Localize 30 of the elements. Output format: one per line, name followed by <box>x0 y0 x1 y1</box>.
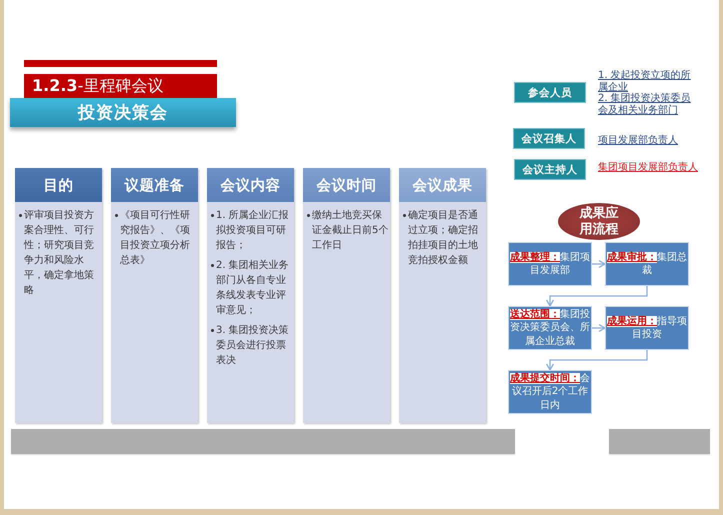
process-box: 成果运用：指导项目投资 <box>605 306 689 350</box>
flow-arrow <box>592 324 606 332</box>
role-description: 2. 集团投资决策委员会及相关业务部门 <box>598 93 692 116</box>
role-description: 项目发展部负责人 <box>598 135 679 146</box>
process-box: 成果整理：集团项目发展部 <box>508 242 592 286</box>
role-description: 集团项目发展部负责人 <box>598 162 699 174</box>
title-banner: 1.2.3-里程碑会议 <box>24 74 217 98</box>
column-header: 会议时间 <box>303 168 390 202</box>
column-header: 目的 <box>15 168 102 202</box>
process-box: 成果审批：集团总裁 <box>605 242 689 286</box>
flow-arrow <box>546 350 648 371</box>
role-tag: 会议主持人 <box>514 159 586 180</box>
bullet-text: 2. 集团相关业务部门从各自专业条线发表专业评审意见； <box>216 258 290 318</box>
process-box: 送达范围：集团投资决策委员会、所属企业总裁 <box>508 306 592 350</box>
column-header: 会议内容 <box>207 168 294 202</box>
bullet-text: 缴纳土地竞买保证金截止日前5个工作日 <box>312 208 389 253</box>
subtitle-banner: 投资决策会 <box>10 98 236 127</box>
flow-arrow <box>546 286 648 307</box>
role-description: 1. 发起投资立项的所属企业 <box>598 70 692 92</box>
column-header: 会议成果 <box>399 168 486 202</box>
role-tag: 参会人员 <box>514 82 586 103</box>
column-header: 议题准备 <box>111 168 198 202</box>
bullet-text: 确定项目是否通过立项；确定招拍挂项目的土地竞拍授权金额 <box>408 208 479 268</box>
process-box: 成果提交时间：会议召开后2个工作日内 <box>508 370 592 414</box>
bullet-text: 1. 所属企业汇报拟投资项目可研报告； <box>216 208 290 253</box>
bullet-text: 评审项目投资方案合理性、可行性；研究项目竞争力和风险水平，确定拿地策略 <box>24 208 95 298</box>
bullet-text: 《项目可行性研究报告》、《项目投资立项分析总表》 <box>120 208 191 268</box>
bullet-text: 3. 集团投资决策委员会进行投票表决 <box>216 324 290 368</box>
role-tag: 会议召集人 <box>513 128 585 149</box>
flow-arrow <box>592 260 606 268</box>
